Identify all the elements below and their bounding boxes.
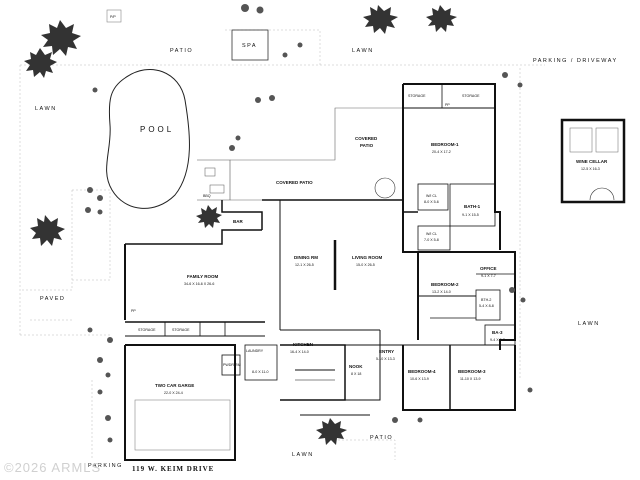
garage-name: TWO CAR GARGE (155, 383, 194, 388)
lawn-right-label: LAWN (578, 321, 600, 327)
bbq-area (197, 159, 231, 201)
bedroom-4-dim: 10-6 X 13-9 (410, 377, 429, 381)
storage-label: STORAGE (172, 328, 190, 332)
pool-label: POOL (140, 125, 174, 134)
bbq-label: BBQ (203, 194, 211, 198)
tree-icon (363, 5, 457, 34)
patio-bottom-label: PATIO (370, 435, 393, 441)
nook-dim: 8 X 18 (351, 372, 361, 376)
pp-family-label: PP (131, 309, 136, 313)
parking-driveway-label: PARKING / DRIVEWAY (533, 58, 618, 64)
spa (231, 29, 269, 61)
family-room-name: FAMILY ROOM (187, 274, 219, 279)
tree-icon (316, 418, 347, 445)
wine-cellar (560, 118, 626, 204)
spiral-stair (374, 177, 396, 199)
covered-patio-right-line1: COVERED (355, 136, 378, 141)
shrub-icon (85, 4, 533, 443)
bedroom-3-name: BEDROOM-3 (458, 369, 486, 374)
tree-icon (196, 205, 222, 228)
bedroom-1-name: BEDROOM-1 (431, 142, 459, 147)
living-room-dim: 15-0 X 26-5 (356, 263, 375, 267)
wine-cellar-dim: 12-5 X 16-3 (581, 167, 600, 171)
pp-top-box (106, 9, 122, 23)
wic-2-dim: 7-0 X 5-8 (424, 238, 439, 242)
bath-3-dim: 9-4 X 5-7 (490, 338, 505, 342)
nook-name: NOOK (349, 364, 363, 369)
bedroom-4-name: BEDROOM-4 (408, 369, 436, 374)
spa-label: SPA (242, 43, 257, 49)
storage-label: STORAGE (408, 94, 426, 98)
bedroom-2-name: BEDROOM-2 (431, 282, 459, 287)
bar-label: BAR (233, 219, 243, 224)
lawn-bottom-label: LAWN (292, 452, 314, 458)
wic-1-name: W/I CL (426, 194, 437, 198)
storage-label: STORAGE (138, 328, 156, 332)
wic-1-dim: 8-0 X 5-6 (424, 200, 439, 204)
site-lines (19, 29, 545, 460)
address-label: 119 W. KEIM DRIVE (132, 465, 215, 473)
tree-icon (24, 20, 81, 78)
powder-room-label: PWDR RM (223, 363, 241, 367)
entry-dim: 5-10 X 13-3 (376, 357, 395, 361)
kitchen-dim: 16-4 X 14-0 (290, 350, 309, 354)
garage-dim: 22-0 X 24-4 (164, 391, 183, 395)
bath-1-dim: 9-1 X 15-5 (462, 213, 479, 217)
lawn-left-label: LAWN (35, 106, 57, 112)
main-walls (124, 83, 516, 461)
paved-label: PAVED (40, 296, 65, 302)
tree-icon (30, 215, 65, 246)
patio-top-label: PATIO (170, 48, 193, 54)
lawn-top-label: LAWN (352, 48, 374, 54)
family-room-dim: 34-6 X 16-6 X 26-6 (184, 282, 214, 286)
covered-patio-outline (230, 107, 404, 201)
parking-bottom-label: PARKING (88, 463, 123, 469)
bedroom-2-dim: 13-2 X 14-0 (432, 290, 451, 294)
wine-cellar-name: WINE CELLAR (576, 159, 608, 164)
pp-top-label: P/P (110, 15, 116, 19)
storage-label: STORAGE (462, 94, 480, 98)
bath-3-name: BA-3 (492, 330, 503, 335)
office-name: OFFICE (480, 266, 497, 271)
covered-patio-label: COVERED PATIO (276, 180, 313, 185)
bath-2-dim: 5-4 X 8-8 (479, 304, 494, 308)
bedroom-1-dim: 20-4 X 17-2 (432, 150, 451, 154)
bath-1-name: BATH-1 (464, 204, 481, 209)
living-room-name: LIVING ROOM (352, 255, 383, 260)
laundry-label: LAUNDRY (246, 349, 264, 353)
dining-room-name: DINING RM (294, 255, 318, 260)
bath-2-name: BTH-2 (481, 298, 491, 302)
kitchen-name: KITCHEN (293, 342, 313, 347)
entry-name: ENTRY (379, 349, 394, 354)
covered-patio-right-line2: PATIO (360, 143, 374, 148)
pool (106, 69, 190, 209)
watermark: ©2026 ARMLS (4, 460, 102, 475)
laundry-dim: 8-0 X 11-0 (252, 370, 269, 374)
wic-2-name: W/I CL (426, 232, 437, 236)
bedroom-3-dim: 11-10 X 13-9 (460, 377, 481, 381)
office-dim: 9-1 X 7-7 (481, 274, 496, 278)
pp-label: PP (445, 103, 450, 107)
dining-room-dim: 12-1 X 26-5 (295, 263, 314, 267)
